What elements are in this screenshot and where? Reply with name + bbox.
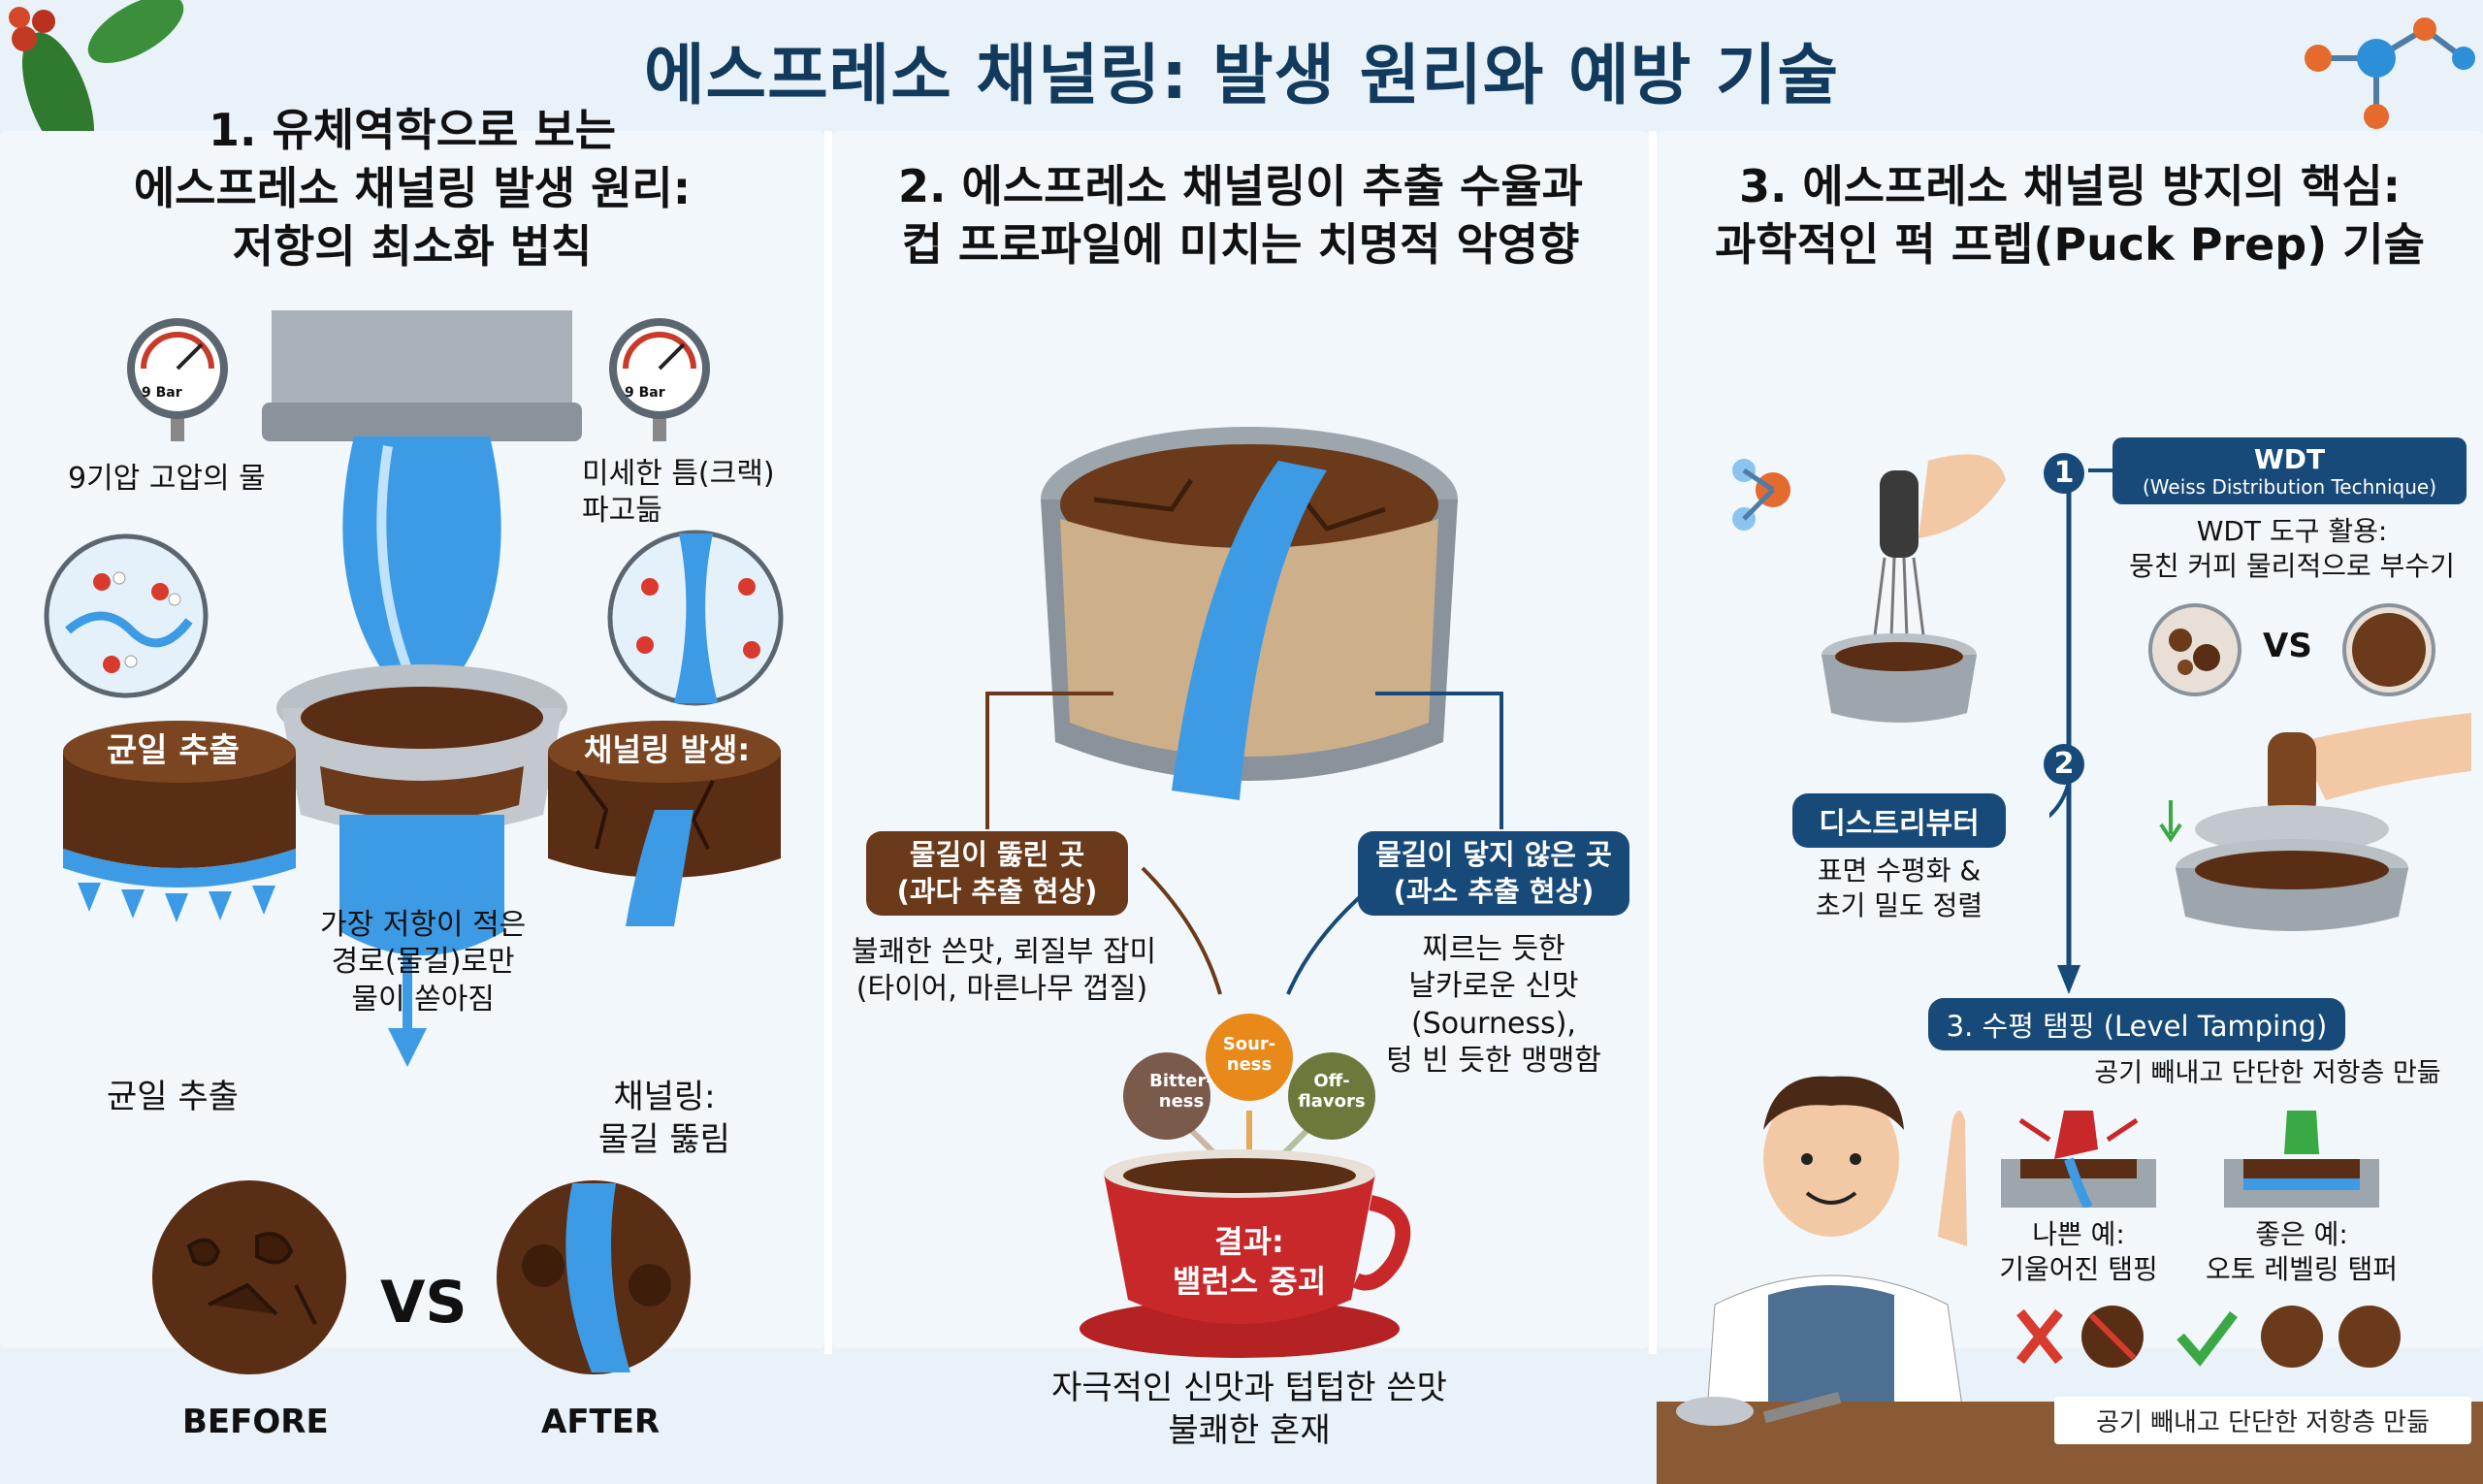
channeling-occurs-badge: 채널링 발생: [584, 731, 751, 768]
uniform-puck-illustration [63, 721, 296, 922]
wdt-description: WDT 도구 활용: 뭉친 커피 물리적으로 부수기 [2129, 515, 2455, 582]
bitterness-bubble: Bitter- ness [1149, 1071, 1213, 1112]
uniform-extraction-badge: 균일 추출 [107, 731, 240, 770]
pressure-gauge-left-label: 9 Bar [142, 385, 182, 401]
distributor-badge: 디스트리뷰터 [1792, 793, 2006, 848]
after-puck-icon [497, 1180, 691, 1374]
step-2-number: 2 [2053, 747, 2075, 781]
step-2-circle-icon [2044, 744, 2084, 785]
over-extraction-box: 물길이 뚫린 곳 (과다 추출 현상) [866, 831, 1128, 917]
channeling-caption: 채널링: 물길 뚫림 [598, 1078, 730, 1159]
panel-divider-2 [1649, 131, 1657, 1354]
wdt-vs: VS [2263, 627, 2312, 665]
uniform-extraction-caption: 균일 추출 [107, 1078, 239, 1116]
bottom-banner: 공기 빼내고 단단한 저항층 만듦 [2054, 1397, 2471, 1444]
panel2-title: 2. 에스프레소 채널링이 추출 수율과 컵 프로파일에 미치는 치명적 악영향 [897, 160, 1584, 271]
panel-channeling-effects: 2. 에스프레소 채널링이 추출 수율과 컵 프로파일에 미치는 치명적 악영향… [832, 131, 1649, 1450]
over-extraction-desc: 불쾌한 쓴맛, 뢰질부 잡미 (타이어, 마른나무 껍질) [852, 935, 1157, 1007]
coffee-leaves-top-left-icon [9, 0, 184, 162]
good-example-label: 좋은 예: 오토 레벨링 탬퍼 [2205, 1218, 2399, 1285]
molecule-flow-magnifier-left-icon [44, 533, 209, 698]
bad-cross-icon [2016, 1306, 2144, 1368]
pressure-gauge-left-icon [127, 318, 228, 441]
level-tamping-desc: 공기 빼내고 단단한 저항층 만듦 [2094, 1058, 2441, 1088]
after-label: AFTER [541, 1403, 661, 1441]
page-title: 에스프레소 채널링: 발생 원리와 예방 기술 [643, 38, 1840, 114]
pressure-gauge-right-label: 9 Bar [625, 385, 665, 401]
least-resistance-label: 가장 저항이 적은 경로(물길)로만 물이 쏟아짐 [320, 908, 527, 1016]
good-check-icon [2177, 1306, 2401, 1368]
level-tamping-badge: 3. 수평 탬핑 (Level Tamping) [1928, 998, 2345, 1050]
cup-result-label: 결과: 밸런스 중괴 [1172, 1223, 1327, 1300]
bad-tilted-tamp-icon [2001, 1111, 2156, 1208]
wdt-tool-illustration [1732, 454, 2006, 723]
bad-example-label: 나쁜 예: 기울어진 탬핑 [1999, 1218, 2158, 1285]
channeling-puck-illustration [548, 721, 781, 926]
molecule-flow-magnifier-right-icon [607, 530, 784, 706]
panel-channeling-principle: 1. 유체역학으로 보는 에스프레소 채널링 발생 원리: 저항의 최소화 법칙… [0, 104, 824, 1441]
before-label: BEFORE [182, 1403, 329, 1441]
barista-illustration [1704, 1076, 1968, 1440]
step-1-number: 1 [2053, 456, 2075, 490]
clumped-coffee-icon [2148, 603, 2241, 696]
before-after-vs: VS [380, 1269, 468, 1337]
cracked-puck-cross-section-illustration [1041, 427, 1458, 800]
distributor-tool-illustration [2159, 713, 2471, 931]
mixed-flavor-caption: 자극적인 신맛과 텁텁한 쓴맛 불쾌한 혼재 [1051, 1369, 1447, 1450]
under-extraction-box: 물길이 닿지 않은 곳 (과소 추출 현상) [1358, 831, 1629, 917]
espresso-cup-icon [1080, 1149, 1411, 1358]
distributor-description: 표면 수평화 & 초기 밀도 정렬 [1815, 855, 1983, 921]
pressure-gauge-right-icon [609, 318, 710, 441]
panel3-title: 3. 에스프레소 채널링 방지의 핵심: 과학적인 퍽 프렙(Puck Prep… [1715, 160, 2425, 271]
group-head-water-portafilter-illustration [262, 310, 582, 1067]
molecule-top-right-icon [2305, 17, 2475, 129]
off-flavors-bubble: Off- flavors [1298, 1071, 1366, 1112]
even-coffee-icon [2342, 603, 2435, 696]
sourness-bubble: Sour- ness [1222, 1034, 1276, 1075]
panel1-title: 1. 유체역학으로 보는 에스프레소 채널링 발생 원리: 저항의 최소화 법칙 [133, 104, 692, 273]
step-1-circle [2044, 453, 2084, 494]
under-extraction-desc: 찌르는 듯한 날카로운 신맛 (Sourness), 텅 빈 듯한 맹맹함 [1386, 932, 1601, 1079]
panel-divider-1 [824, 131, 832, 1354]
good-level-tamp-icon [2224, 1111, 2379, 1208]
high-pressure-water-label: 9기압 고압의 물 [68, 462, 266, 496]
before-puck-icon [152, 1180, 346, 1374]
callout-lines [985, 692, 1503, 995]
panel-puck-prep: 3. 에스프레소 채널링 방지의 핵심: 과학적인 퍽 프렙(Puck Prep… [1657, 131, 2483, 1484]
wdt-box: WDT (Weiss Distribution Technique) [2112, 437, 2467, 504]
crack-label: 미세한 틈(크랙) 파고듦 [582, 457, 775, 529]
